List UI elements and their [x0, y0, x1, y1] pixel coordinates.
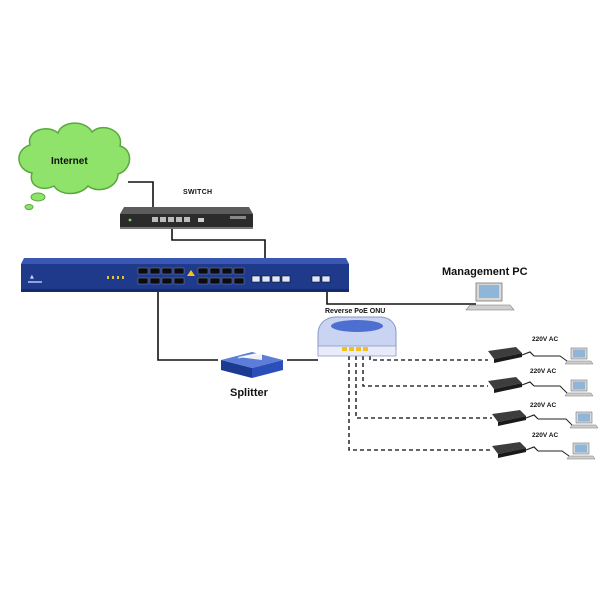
ac-label-2: 220V AC: [530, 368, 557, 375]
link-olt-splitter: [157, 290, 218, 361]
ac-label-3: 220V AC: [530, 402, 557, 409]
computer-icon: [564, 347, 599, 460]
adapter-pc-cables: [534, 355, 573, 457]
dashed-link-2: [362, 356, 488, 387]
optical-splitter-icon: [221, 351, 283, 378]
ac-label-1: 220V AC: [532, 336, 559, 343]
internet-label: Internet: [51, 156, 88, 167]
olt-chassis-icon: ▲: [21, 258, 349, 292]
management-pc-label: Management PC: [442, 266, 528, 278]
computer-icon: [465, 282, 515, 311]
link-internet-switch: [128, 181, 154, 210]
dashed-links: [348, 356, 492, 451]
switch-label: SWITCH: [183, 189, 213, 196]
splitter-label: Splitter: [230, 387, 268, 399]
svg-text:▲: ▲: [30, 274, 34, 280]
onu-label: Reverse PoE ONU: [325, 308, 386, 315]
dashed-link-1: [369, 356, 488, 361]
power-adapter-icon: [488, 347, 539, 458]
onu-device-icon: [317, 316, 397, 357]
dashed-link-4: [348, 356, 492, 451]
cloud-icon: [18, 122, 131, 210]
ac-label-4: 220V AC: [532, 432, 559, 439]
network-switch-icon: [120, 207, 253, 229]
dashed-link-3: [355, 356, 492, 419]
link-olt-management-pc: [326, 284, 476, 305]
